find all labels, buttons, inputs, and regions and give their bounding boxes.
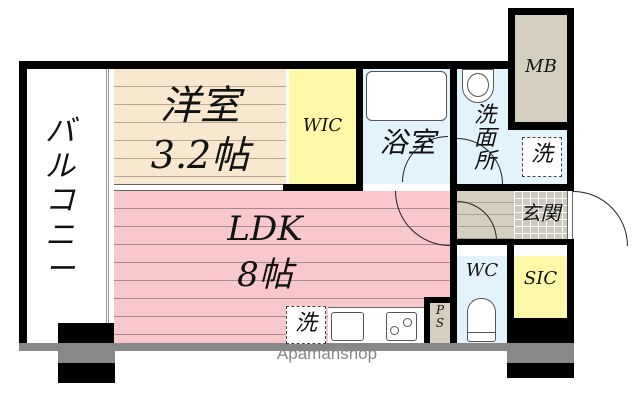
entrance-label: 玄関 (520, 201, 561, 225)
stove (386, 312, 417, 341)
wall-wash-bottom (450, 184, 574, 191)
western-room-name: 洋室 (160, 83, 240, 129)
washer-space-lower (286, 306, 326, 344)
balcony-pillar-grey (58, 343, 115, 363)
western-room (114, 69, 286, 184)
sic (514, 256, 567, 318)
burner-1 (390, 326, 399, 335)
burner-2 (403, 318, 412, 327)
ps (430, 303, 450, 343)
sic-label: SIC (523, 268, 558, 289)
entrance-door-frame (567, 191, 573, 239)
wic (289, 69, 356, 184)
wic-label: WIC (302, 115, 343, 136)
ldk-name: LDK (227, 209, 303, 249)
wall-top-mid (190, 61, 510, 69)
wall-wic-bottom (283, 184, 363, 191)
watermark: Apamanshop (276, 344, 378, 363)
wc-door-frame (457, 245, 507, 256)
washer-lower-label: 洗 (294, 311, 317, 336)
wall-bath-right (450, 61, 457, 191)
ldk-size: 8帖 (237, 255, 293, 295)
wall-bottom-grey (19, 343, 519, 351)
balcony (27, 69, 109, 343)
kitchen-sink (331, 312, 364, 341)
bathtub (366, 71, 447, 121)
mb-label: MB (525, 56, 557, 77)
wall-wash-right (567, 120, 574, 185)
ps-label: P S (435, 303, 445, 330)
entrance-door-swing (573, 191, 628, 246)
sic-bottom-grey (507, 343, 574, 363)
toilet (467, 298, 496, 342)
wc-label: WC (465, 260, 499, 281)
washer-upper-label: 洗 (530, 142, 553, 167)
ldk (114, 191, 450, 343)
wall-sic-right (567, 245, 574, 325)
western-room-size: 3.2帖 (150, 133, 250, 177)
balcony-label: バ ル コ ニ ー (45, 114, 75, 287)
toilet-tank-line (467, 332, 496, 333)
basin-bowl (467, 73, 489, 97)
wall-hall-left (450, 191, 457, 343)
mb (515, 15, 567, 122)
wall-left (19, 61, 27, 343)
wall-wc-right (507, 239, 514, 343)
wall-wic-right (356, 61, 363, 191)
sliding-door (114, 184, 286, 191)
wall-top (19, 61, 191, 69)
entrance (514, 191, 567, 239)
washer-space-upper (522, 137, 562, 177)
